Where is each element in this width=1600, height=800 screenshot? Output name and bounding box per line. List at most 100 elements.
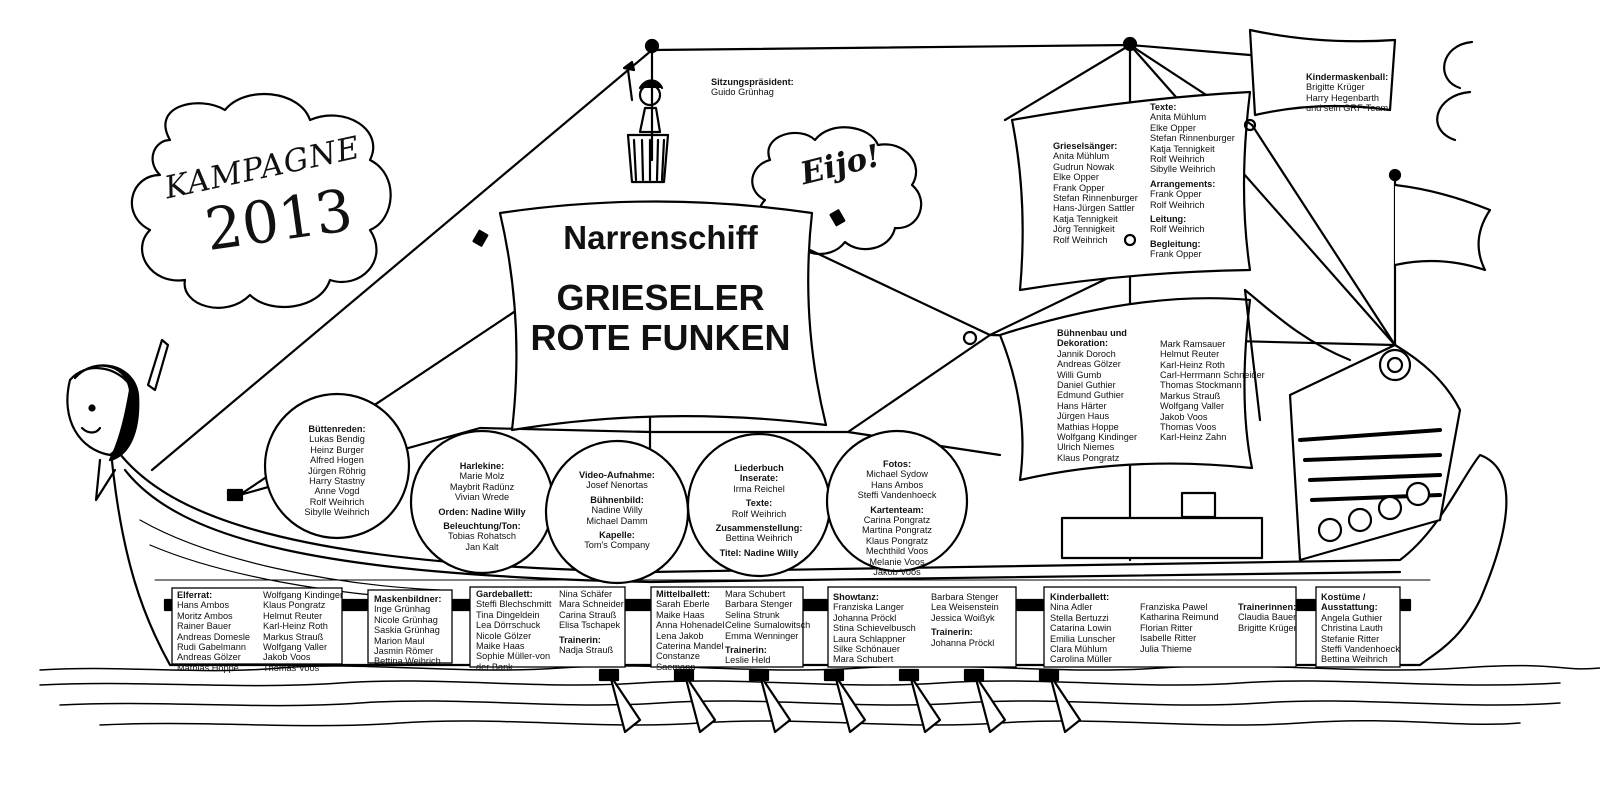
video-heading: Video-Aufnahme: (579, 470, 655, 480)
list-item: Mara Schubert (725, 589, 786, 599)
list-item: Katja Tennigkeit (1150, 143, 1215, 154)
list-item: Bettina Weihrich (725, 533, 793, 544)
list-item: Saemann (656, 661, 696, 672)
singers-heading: Grieselsänger: (1053, 141, 1118, 151)
list-item: Brigitte Krüger (1238, 622, 1297, 633)
list-item: Helmut Reuter (263, 610, 323, 621)
list-item: Mara Schneider (559, 599, 624, 610)
list-item: Bettina Weihrich (374, 656, 441, 667)
speeches-circle (263, 392, 411, 540)
list-item: Karl-Heinz Zahn (1160, 432, 1227, 443)
list-item: Silke Schönauer (833, 644, 900, 655)
sail-line-2: GRIESELER (556, 277, 765, 318)
list-item: Nina Schäfer (559, 589, 613, 599)
list-item: Clara Mühlum (1050, 644, 1108, 655)
list-item: Martina Pongratz (862, 525, 932, 536)
list-item: der Bank (476, 661, 513, 672)
list-item: Stina Schievelbusch (833, 623, 916, 634)
list-item: Heinz Burger (310, 444, 364, 455)
list-item: Catarina Lowin (1050, 623, 1112, 634)
list-item: Lea Dörrschuck (476, 620, 541, 631)
list-item: Jannik Doroch (1057, 348, 1116, 359)
photos-heading: Fotos: (882, 459, 912, 469)
list-item: Rainer Bauer (177, 621, 232, 632)
costumes-box (1315, 586, 1401, 668)
showdance-box (827, 586, 1017, 668)
list-item: Jakob Voos (1160, 411, 1208, 422)
masquerade-block: Kindermaskenball: Brigitte Krüger Harry … (1306, 72, 1388, 114)
harlequins-heading: Harlekine: (459, 461, 505, 471)
list-item: Marie Molz (459, 471, 505, 482)
speeches-heading: Büttenreden: (308, 424, 366, 434)
list-item: Thomas Voos (263, 662, 320, 673)
songbook-texts-heading: Texte: (745, 498, 773, 509)
president-name: Guido Grünhag (711, 87, 774, 98)
list-item: Wolfgang Kindinger (263, 590, 344, 600)
sail-line-1: Narrenschiff (563, 219, 758, 256)
kids-box (1043, 586, 1297, 668)
maskmakers-box (367, 589, 453, 664)
showdance-trainer-heading: Trainerin: (931, 627, 973, 638)
list-item: Julia Thieme (1140, 643, 1192, 654)
list-item: Mathias Hoppe (1057, 421, 1119, 432)
list-item: Elisa Tschapek (559, 620, 621, 631)
list-item: Carolina Müller (1050, 654, 1112, 665)
list-item: Thomas Voos (1160, 422, 1217, 433)
list-item: Rolf Weihrich (1150, 154, 1205, 165)
list-item: Stefan Rinnenburger (1150, 133, 1235, 144)
direction-heading: Leitung: (1150, 214, 1187, 225)
photos-block: Fotos: Michael Sydow Hans Ambos Steffi V… (845, 459, 949, 577)
list-item: Elke Opper (1150, 122, 1196, 133)
campaign-cloud (130, 92, 392, 309)
sail-title: Narrenschiff GRIESELER ROTE FUNKEN (508, 218, 813, 358)
list-item: Maike Haas (476, 641, 525, 652)
main-sail (498, 200, 828, 432)
list-item: Tobias Rohatsch (448, 531, 516, 542)
list-item: Mechthild Voos (865, 546, 929, 557)
showdance-heading: Showtanz: (833, 592, 879, 602)
maskmakers-block: Maskenbildner: Inge Grünhag Nicole Grünh… (374, 594, 441, 667)
list-item: Anne Vogd (314, 486, 360, 497)
list-item: Mara Schubert (833, 654, 894, 665)
list-item: Michael Sydow (866, 469, 928, 480)
list-item: Klaus Pongratz (865, 535, 929, 546)
list-item: Emma Wenninger (725, 630, 799, 641)
list-item: Markus Strauß (1160, 390, 1221, 401)
list-item: Gudrun Nowak (1053, 161, 1115, 172)
list-item: Michael Damm (586, 515, 648, 526)
list-item: Wolfgang Valler (263, 642, 328, 653)
list-item: Anita Mühlum (1053, 151, 1110, 162)
list-item: Jürgen Haus (1057, 411, 1110, 422)
list-item: Bettina Weihrich (1321, 654, 1388, 665)
lighting-heading: Beleuchtung/Ton: (443, 521, 521, 532)
list-item: Melanie Voos (869, 556, 925, 567)
masquerade-heading: Kindermaskenball: (1306, 72, 1389, 82)
list-item: Nina Adler (1050, 602, 1093, 613)
list-item: Hans Härter (1057, 400, 1107, 411)
list-item: Andreas Gölzer (1057, 359, 1121, 370)
list-item: Tom's Company (584, 540, 650, 551)
list-item: Christina Lauth (1321, 623, 1383, 634)
list-item: Maybrit Radünz (449, 481, 515, 492)
list-item: Mark Ramsauer (1160, 338, 1226, 349)
accompaniment-heading: Begleitung: (1150, 238, 1201, 249)
list-item: Moritz Ambos (177, 610, 233, 621)
video-block: Video-Aufnahme: Josef Nenortas Bühnenbil… (561, 470, 673, 551)
list-item: Jan Kalt (465, 541, 499, 552)
list-item: Willi Gumb (1057, 369, 1102, 380)
list-item: Sibylle Weihrich (1150, 164, 1216, 175)
list-item: Constanze (656, 651, 700, 662)
stage-sail (998, 297, 1254, 482)
list-item: Sophie Müller-von (476, 651, 551, 662)
texts-heading: Texte: (1150, 102, 1177, 112)
list-item: Rolf Weihrich (731, 508, 787, 519)
stage-block: Bühnenbau und Dekoration: Jannik Doroch … (1057, 328, 1265, 463)
list-item: Irma Reichel (733, 483, 785, 494)
list-item: Maike Haas (656, 609, 705, 620)
list-item: Wolfgang Kindinger (1057, 432, 1138, 443)
list-item: Carina Pongratz (863, 515, 931, 526)
list-item: Sarah Eberle (656, 599, 710, 610)
list-item: Rolf Weihrich (1053, 234, 1108, 245)
list-item: Stefan Rinnenburger (1053, 193, 1138, 204)
